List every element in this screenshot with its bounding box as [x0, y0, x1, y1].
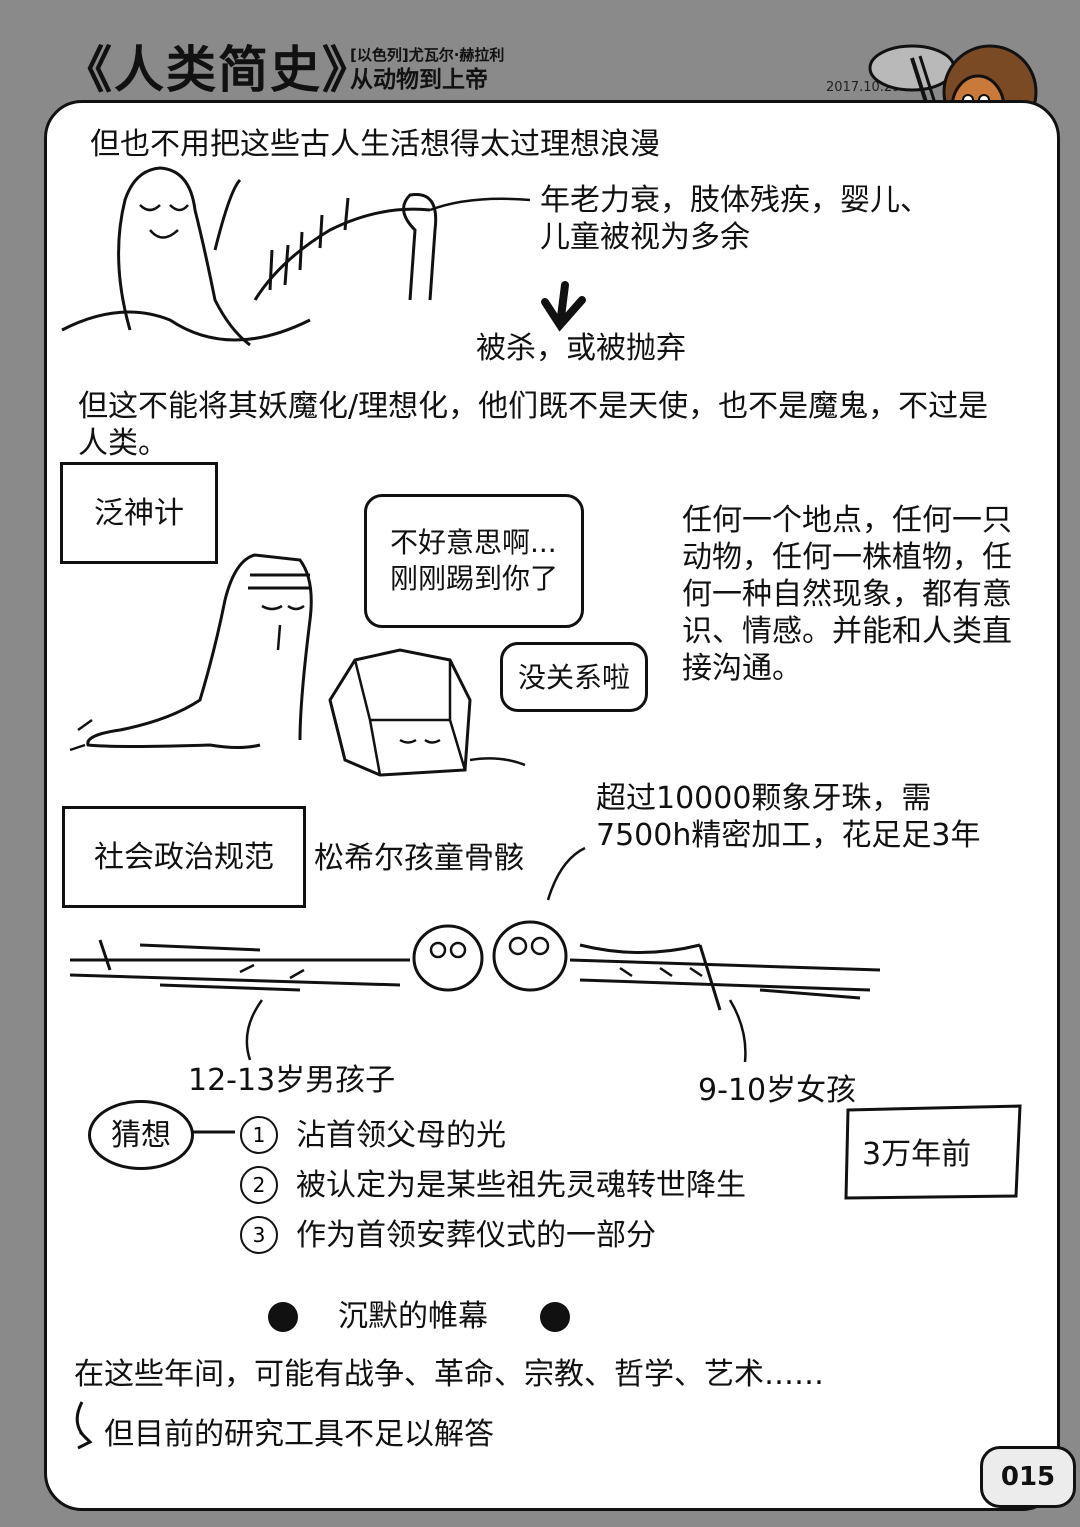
sungir-label: 松希尔孩童骨骸 — [314, 841, 524, 876]
result-text: 被杀，或被抛弃 — [476, 331, 686, 366]
guess-circle: 猜想 — [88, 1100, 194, 1170]
note-elderly: 年老力衰，肢体残疾，婴儿、儿童被视为多余 — [540, 183, 930, 255]
elder-figure-drawing — [117, 166, 251, 347]
guess-number-1: 1 — [240, 1116, 278, 1154]
book-title: 《人类简史》 — [62, 41, 374, 99]
social-norms-label: 社会政治规范 — [94, 839, 274, 875]
book-subtitle: 从动物到上帝 — [350, 67, 488, 93]
guess-label: 猜想 — [111, 1117, 171, 1153]
intro-text: 但也不用把这些古人生活想得太过理想浪漫 — [90, 127, 660, 162]
guess-item-3: 3 作为首领安葬仪式的一部分 — [240, 1212, 746, 1258]
guess-text-3: 作为首领安葬仪式的一部分 — [296, 1217, 656, 1253]
boy-label: 12-13岁男孩子 — [188, 1063, 396, 1098]
guess-list: 1 沾首领父母的光 2 被认定为是某些祖先灵魂转世降生 3 作为首领安葬仪式的一… — [240, 1112, 746, 1258]
pantheism-label: 泛神计 — [94, 495, 184, 531]
guess-item-2: 2 被认定为是某些祖先灵魂转世降生 — [240, 1162, 746, 1208]
bubble-rock-text: 没关系啦 — [517, 660, 630, 694]
silent-era-line1: 在这些年间，可能有战争、革命、宗教、哲学、艺术…… — [74, 1357, 824, 1392]
skeleton-boy-drawing — [69, 939, 410, 992]
book-author: [以色列]尤瓦尔·赫拉利 — [350, 46, 505, 64]
guess-text-1: 沾首领父母的光 — [296, 1117, 506, 1153]
guess-item-1: 1 沾首领父母的光 — [240, 1112, 746, 1158]
guess-text-2: 被认定为是某些祖先灵魂转世降生 — [296, 1167, 746, 1203]
pantheism-box: 泛神计 — [60, 462, 218, 564]
headband-person-drawing — [86, 553, 313, 749]
guess-number-3: 3 — [240, 1216, 278, 1254]
tribe-group-drawing — [253, 207, 431, 301]
conclusion-text: 但这不能将其妖魔化/理想化，他们既不是天使，也不是魔鬼，不过是人类。 — [78, 389, 989, 461]
pantheism-description: 任何一个地点，任何一只动物，任何一株植物，任何一种自然现象，都有意识、情感。并能… — [682, 503, 1012, 686]
ivory-beads-note: 超过10000颗象牙珠，需 7500h精密加工，花足足3年 — [596, 781, 981, 853]
bubble-person-text: 不好意思啊... 刚刚踢到你了 — [389, 526, 558, 595]
bullet-dot-right — [540, 1302, 570, 1332]
silent-curtain-heading: 沉默的帷幕 — [338, 1299, 488, 1334]
bullet-dot-left — [268, 1302, 298, 1332]
rock-character-drawing — [328, 648, 472, 777]
era-label: 3万年前 — [862, 1137, 972, 1172]
return-arrow-icon — [75, 1401, 93, 1450]
down-arrow-icon — [541, 281, 586, 332]
tree-drawing — [402, 192, 438, 301]
speech-bubble-person: 不好意思啊... 刚刚踢到你了 — [364, 494, 584, 628]
paper-sheet — [44, 100, 1060, 1511]
social-norms-box: 社会政治规范 — [62, 806, 306, 908]
speech-bubble-rock: 没关系啦 — [500, 642, 648, 712]
girl-label: 9-10岁女孩 — [698, 1073, 857, 1108]
era-box-outline — [844, 1104, 1022, 1200]
skull-boy-drawing — [412, 924, 484, 992]
guess-number-2: 2 — [240, 1166, 278, 1204]
skeleton-girl-drawing — [569, 943, 881, 1011]
page-number: 015 — [980, 1446, 1076, 1508]
silent-era-line2: 但目前的研究工具不足以解答 — [104, 1417, 494, 1452]
